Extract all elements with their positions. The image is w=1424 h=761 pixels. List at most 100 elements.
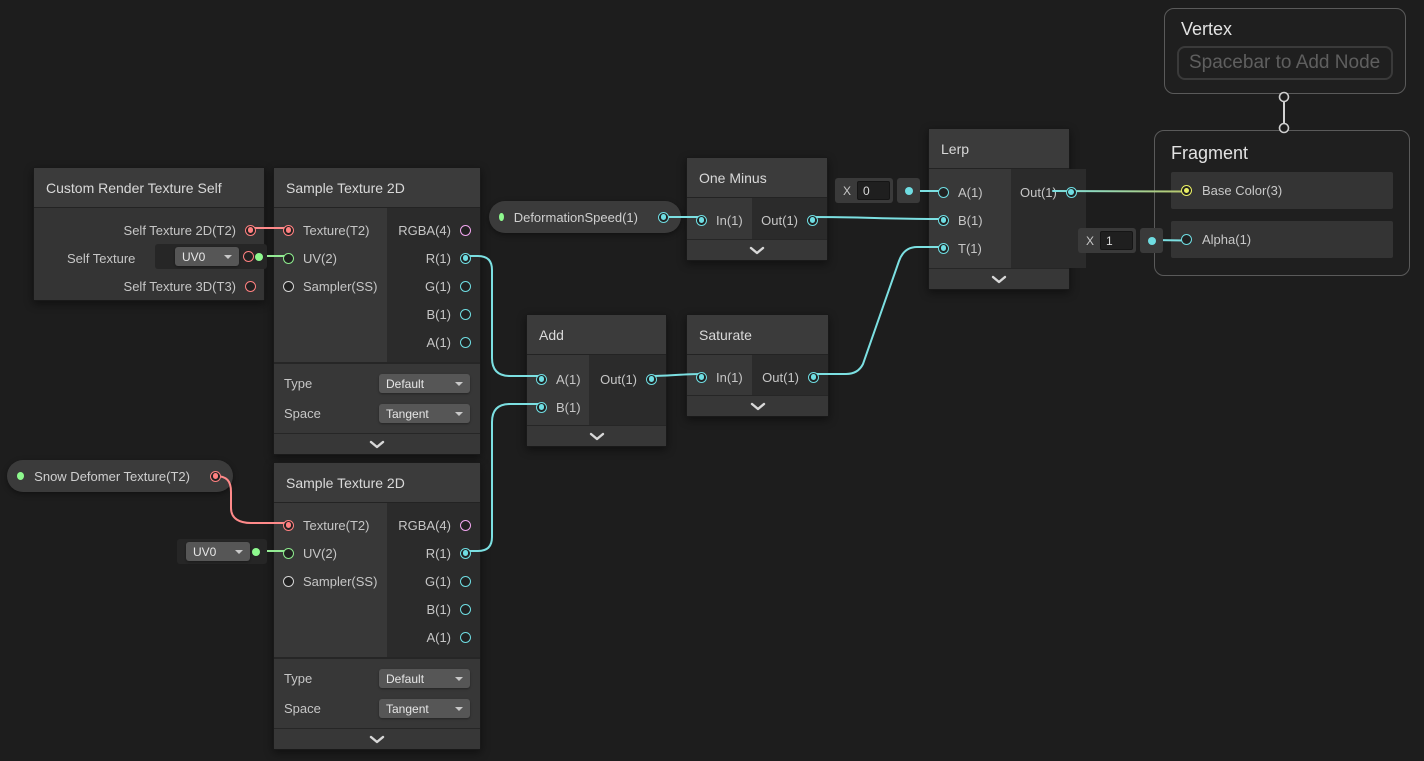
port-b-in[interactable]: [536, 401, 547, 413]
space-dropdown[interactable]: Tangent: [379, 699, 470, 718]
port-sampler-in[interactable]: [283, 575, 294, 587]
port-uv-in[interactable]: [283, 547, 294, 559]
collapse-toggle[interactable]: [687, 239, 827, 260]
port-b-out[interactable]: [460, 603, 471, 615]
port-row: Self Texture 2D(T2): [34, 216, 264, 244]
port-snow-deformer-out[interactable]: [210, 470, 221, 482]
port-label: Base Color(3): [1202, 183, 1283, 198]
uv-default-widget-bottom: UV0: [177, 539, 267, 564]
prop-label: Type: [284, 671, 313, 686]
port-sampler-in[interactable]: [283, 280, 294, 292]
uv-channel-dropdown[interactable]: UV0: [175, 247, 239, 266]
property-node-deformation-speed[interactable]: DeformationSpeed(1): [489, 201, 681, 233]
port-self-texture-3d-out[interactable]: [245, 280, 256, 292]
port-g-out[interactable]: [460, 575, 471, 587]
port-base-color-in[interactable]: [1181, 185, 1192, 196]
collapse-toggle[interactable]: [929, 268, 1069, 289]
type-dropdown[interactable]: Default: [379, 669, 470, 688]
edge-one-minus-out-to-lerp-b[interactable]: [811, 216, 943, 220]
port-r-out[interactable]: [460, 547, 471, 559]
port-label: Sampler(SS): [303, 573, 378, 589]
port-rgba-out[interactable]: [460, 224, 471, 236]
node-add[interactable]: Add A(1) B(1) Out(1): [526, 314, 667, 447]
property-node-snow-deformer-texture[interactable]: Snow Defomer Texture(T2): [7, 460, 233, 492]
dropdown-value: Default: [386, 671, 425, 686]
prop-label: Type: [284, 376, 313, 391]
node-saturate[interactable]: Saturate In(1) Out(1): [686, 314, 829, 417]
collapse-toggle[interactable]: [274, 433, 480, 454]
node-custom-render-texture-self[interactable]: Custom Render Texture Self Self Texture …: [33, 167, 265, 301]
collapse-toggle[interactable]: [527, 425, 666, 446]
port-self-texture-occluded[interactable]: [243, 251, 254, 262]
port-out[interactable]: [646, 373, 657, 385]
property-dot-icon: [17, 472, 25, 480]
type-dropdown[interactable]: Default: [379, 374, 470, 393]
uv-default-widget-top: UV0: [155, 244, 267, 269]
port-a-out[interactable]: [460, 336, 471, 348]
port-label: A(1): [426, 629, 451, 645]
property-label: DeformationSpeed(1): [513, 209, 638, 225]
node-title-bar[interactable]: Add: [527, 315, 666, 355]
node-title-bar[interactable]: Lerp: [929, 129, 1069, 169]
prop-label: Space: [284, 406, 321, 421]
node-lerp[interactable]: Lerp A(1) B(1) T(1) Out(1): [928, 128, 1086, 290]
dropdown-value: Tangent: [386, 406, 429, 421]
node-vertex-master[interactable]: Vertex Spacebar to Add Node: [1164, 8, 1406, 94]
uv-channel-dropdown[interactable]: UV0: [186, 542, 250, 561]
dropdown-arrow-icon: [235, 549, 243, 554]
node-fragment-master[interactable]: Fragment Base Color(3) Alpha(1): [1154, 130, 1410, 276]
node-title: Saturate: [699, 326, 752, 343]
node-title-bar[interactable]: One Minus: [687, 158, 827, 198]
port-out[interactable]: [808, 371, 819, 383]
node-one-minus[interactable]: One Minus In(1) Out(1): [686, 157, 828, 261]
dropdown-arrow-icon: [455, 706, 463, 711]
port-a-out[interactable]: [460, 631, 471, 643]
node-title-bar[interactable]: Saturate: [687, 315, 828, 355]
port-r-out[interactable]: [460, 252, 471, 264]
port-label: A(1): [556, 371, 581, 387]
node-title-bar[interactable]: Sample Texture 2D: [274, 168, 480, 208]
port-label: Self Texture 3D(T3): [123, 278, 236, 294]
port-deformation-speed-out[interactable]: [658, 211, 669, 223]
port-in[interactable]: [696, 371, 707, 383]
dropdown-arrow-icon: [455, 381, 463, 386]
port-texture-in[interactable]: [283, 224, 294, 236]
port-in[interactable]: [696, 214, 707, 226]
port-b-in[interactable]: [938, 214, 949, 226]
alpha-default-input[interactable]: [1100, 231, 1134, 250]
node-title: Lerp: [941, 140, 970, 157]
port-g-out[interactable]: [460, 280, 471, 292]
collapse-toggle[interactable]: [687, 395, 828, 416]
node-title: Sample Texture 2D: [286, 474, 405, 491]
port-a-in[interactable]: [938, 186, 949, 198]
fragment-row-base-color: Base Color(3): [1171, 172, 1393, 209]
space-dropdown[interactable]: Tangent: [379, 404, 470, 423]
node-sample-texture-2d-top[interactable]: Sample Texture 2D Texture(T2) UV(2) Samp…: [273, 167, 481, 455]
node-title-bar[interactable]: Sample Texture 2D: [274, 463, 480, 503]
node-sample-texture-2d-bottom[interactable]: Sample Texture 2D Texture(T2) UV(2) Samp…: [273, 462, 481, 750]
port-self-texture-2d-out[interactable]: [245, 224, 256, 236]
port-t-in[interactable]: [938, 242, 949, 254]
collapse-toggle[interactable]: [274, 728, 480, 749]
dropdown-value: Default: [386, 376, 425, 391]
port-out[interactable]: [1065, 186, 1077, 198]
port-rgba-out[interactable]: [460, 519, 471, 531]
port-label: In(1): [716, 369, 743, 385]
panel-title: Fragment: [1171, 143, 1249, 163]
port-a-in[interactable]: [536, 373, 547, 385]
dropdown-value: Tangent: [386, 701, 429, 716]
port-alpha-in[interactable]: [1181, 234, 1192, 245]
port-label: T(1): [958, 240, 982, 256]
port-texture-in[interactable]: [283, 519, 294, 531]
node-title-bar[interactable]: Custom Render Texture Self: [34, 168, 264, 208]
dropdown-value: UV0: [193, 544, 217, 559]
port-out[interactable]: [807, 214, 818, 226]
port-label: A(1): [958, 184, 983, 200]
uv-default-dot: [252, 547, 260, 556]
port-uv-in[interactable]: [283, 252, 294, 264]
lerp-a-default-input[interactable]: [857, 181, 891, 200]
panel-title: Vertex: [1181, 19, 1233, 39]
edge-saturate-out-to-lerp-t[interactable]: [811, 246, 943, 375]
port-b-out[interactable]: [460, 308, 471, 320]
